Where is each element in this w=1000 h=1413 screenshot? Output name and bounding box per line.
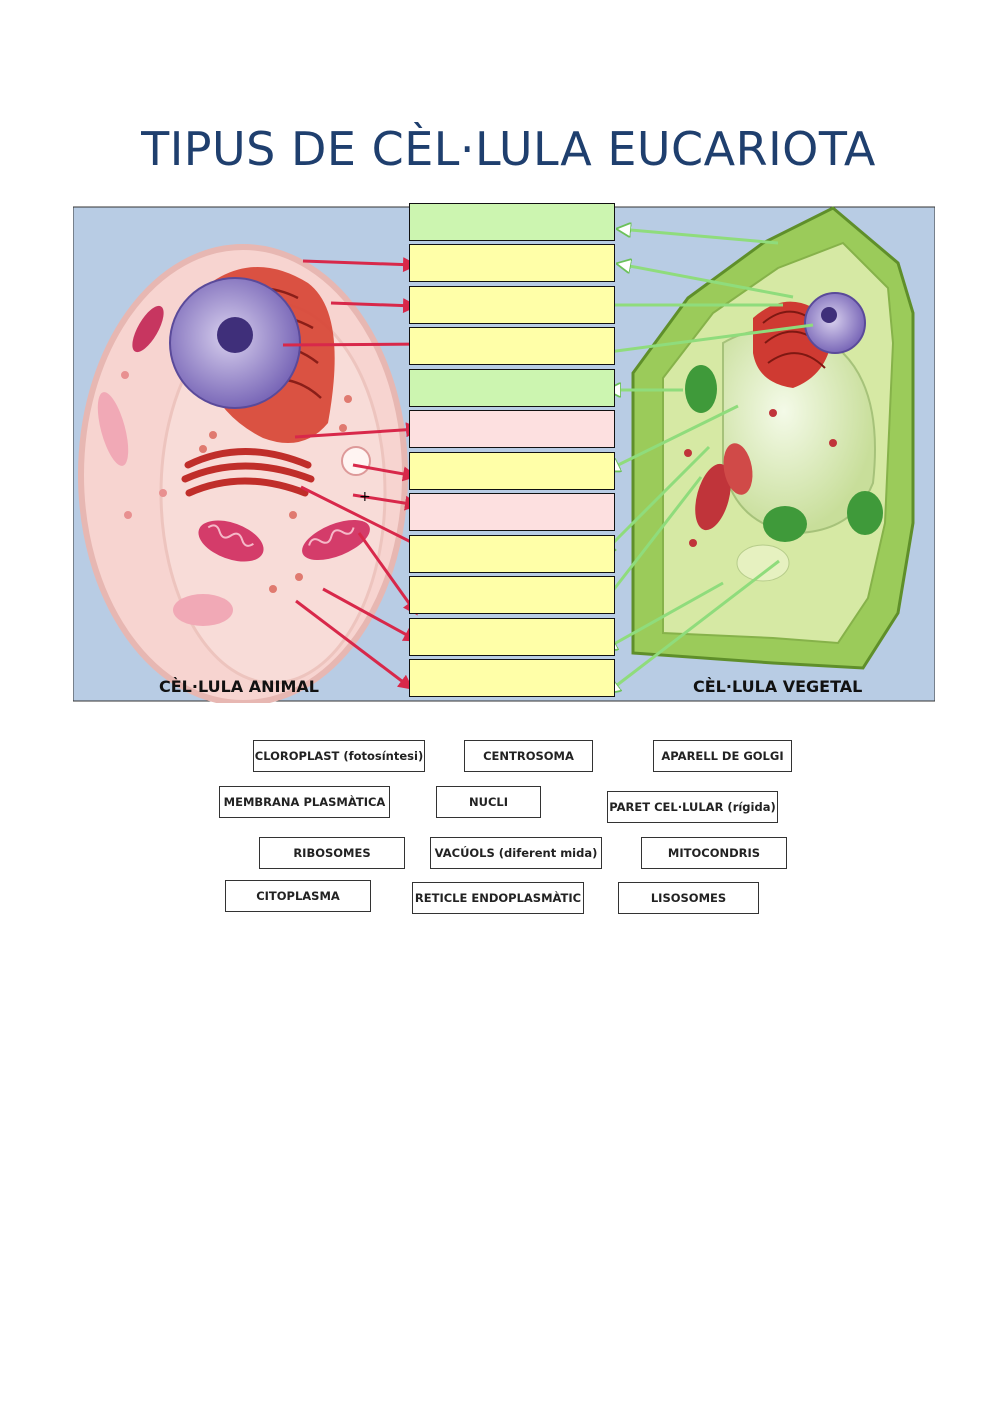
label-citoplasma[interactable]: CITOPLASMA	[225, 880, 371, 912]
answer-slot-1[interactable]	[409, 203, 615, 241]
answer-slot-8[interactable]	[409, 493, 615, 531]
svg-text:+: +	[359, 489, 371, 505]
answer-slot-2[interactable]	[409, 244, 615, 282]
page-title: TIPUS DE CÈL·LULA EUCARIOTA	[141, 122, 876, 176]
label-aparell-de-golgi[interactable]: APARELL DE GOLGI	[653, 740, 792, 772]
answer-slot-10[interactable]	[409, 576, 615, 614]
label-paret-cellular[interactable]: PARET CEL·LULAR (rígida)	[607, 791, 778, 823]
animal-cell-drawing	[78, 244, 408, 703]
answer-slot-3[interactable]	[409, 286, 615, 324]
answer-slot-6[interactable]	[409, 410, 615, 448]
label-membrana-plasmatica[interactable]: MEMBRANA PLASMÀTICA	[219, 786, 390, 818]
label-vacuols[interactable]: VACÚOLS (diferent mida)	[430, 837, 602, 869]
answer-slot-4[interactable]	[409, 327, 615, 365]
label-reticle-endoplasmatic[interactable]: RETICLE ENDOPLASMÀTIC	[412, 882, 584, 914]
answer-slot-7[interactable]	[409, 452, 615, 490]
answer-slot-11[interactable]	[409, 618, 615, 656]
answer-slot-12[interactable]	[409, 659, 615, 697]
animal-cell-caption: CÈL·LULA ANIMAL	[159, 677, 319, 696]
cell-diagram: + CÈL·LULA ANIMAL CÈL·LULA VEGETAL	[73, 203, 935, 703]
plant-cell-caption: CÈL·LULA VEGETAL	[693, 677, 863, 696]
answer-slot-5[interactable]	[409, 369, 615, 407]
plant-cell-drawing	[631, 206, 915, 670]
label-cloroplast[interactable]: CLOROPLAST (fotosíntesi)	[253, 740, 425, 772]
label-centrosoma[interactable]: CENTROSOMA	[464, 740, 593, 772]
label-ribosomes[interactable]: RIBOSOMES	[259, 837, 405, 869]
label-lisosomes[interactable]: LISOSOMES	[618, 882, 759, 914]
label-nucli[interactable]: NUCLI	[436, 786, 541, 818]
label-mitocondris[interactable]: MITOCONDRIS	[641, 837, 787, 869]
answer-slot-9[interactable]	[409, 535, 615, 573]
